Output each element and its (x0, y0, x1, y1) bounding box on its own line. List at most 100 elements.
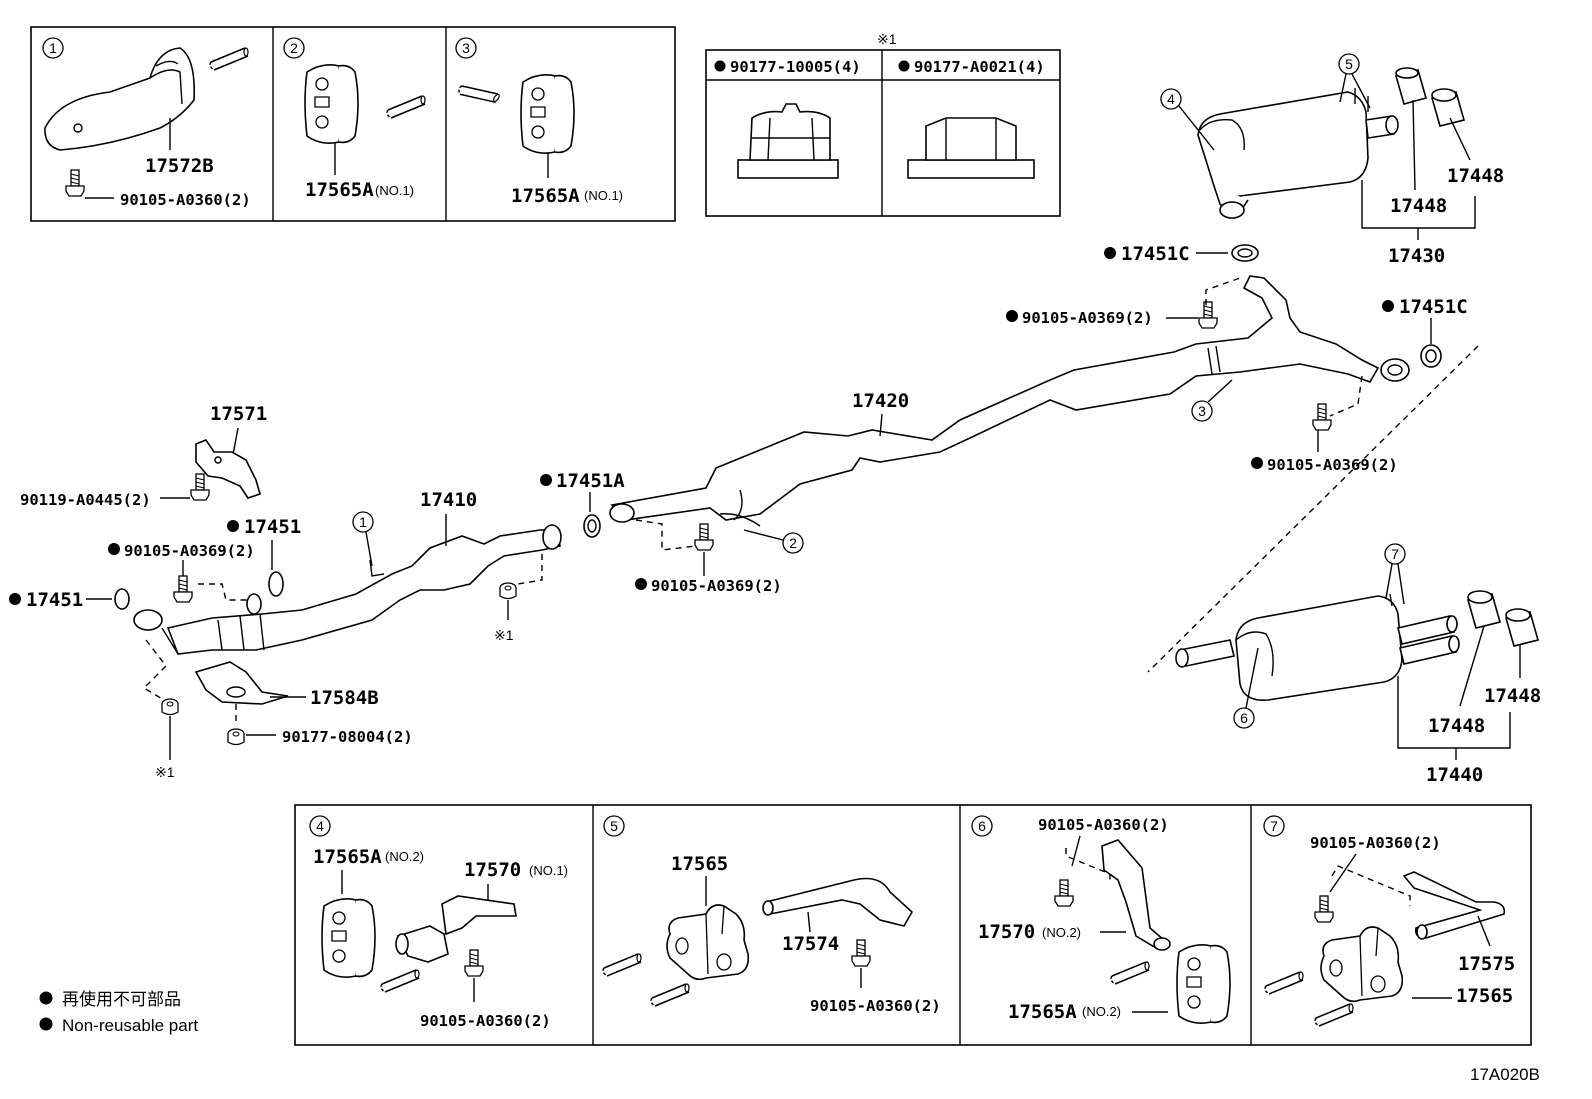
legend-en: Non-reusable part (62, 1016, 198, 1035)
label-17451C-right: 17451C (1399, 296, 1468, 318)
svg-text:4: 4 (1167, 91, 1175, 107)
callout-5-box: 5 (603, 815, 625, 837)
label-90177-08004: 90177-08004(2) (282, 728, 413, 746)
ref-note-1-middle: ※1 (494, 627, 514, 643)
muffler-17430 (1197, 88, 1399, 219)
svg-text:(NO.2): (NO.2) (385, 849, 424, 864)
callout-1-box: 1 (42, 37, 64, 59)
label-90105-A0369-middle: 90105-A0369(2) (651, 577, 782, 595)
svg-text:6: 6 (978, 818, 986, 834)
label-90177-10005: 90177-10005(4) (730, 58, 861, 76)
label-17565A-box6: 17565A (1008, 1001, 1077, 1023)
svg-text:5: 5 (610, 818, 618, 834)
callout-7-box: 7 (1263, 815, 1285, 837)
label-17565A-box4: 17565A (313, 846, 382, 868)
svg-text:1: 1 (49, 40, 57, 56)
bracket-17574 (762, 877, 914, 927)
label-17565-box5: 17565 (671, 853, 728, 875)
svg-text:2: 2 (290, 40, 298, 56)
bracket-17570-no2 (1101, 839, 1171, 951)
gasket-17451C-top (1231, 244, 1259, 262)
label-90105-A0369-left: 90105-A0369(2) (124, 542, 255, 560)
label-17430: 17430 (1388, 245, 1445, 267)
bracket-17570-no1 (395, 895, 517, 963)
bracket-17572B (44, 47, 196, 151)
label-17448-top-right: 17448 (1447, 165, 1504, 187)
callout-5-top: 5 (1338, 53, 1371, 109)
svg-text:(NO.1): (NO.1) (375, 183, 414, 198)
callout-6-right: 6 (1233, 647, 1259, 729)
label-17420: 17420 (852, 390, 909, 412)
label-17451-left: 17451 (26, 589, 83, 611)
gasket-17451-upper (268, 571, 284, 597)
svg-text:(NO.2): (NO.2) (1042, 925, 1081, 940)
figure-code: 17A020B (1470, 1065, 1540, 1084)
insulator-17584B (194, 661, 289, 705)
pipe-17410 (133, 524, 562, 655)
label-17448-lower-left: 17448 (1428, 715, 1485, 737)
callout-1-pipe: 1 (352, 511, 374, 567)
callout-4-box: 4 (309, 815, 331, 837)
tail-tip-17448-d (1505, 608, 1539, 647)
label-17448-lower-right: 17448 (1484, 685, 1541, 707)
callout-3-pipe: 3 (1191, 379, 1233, 422)
label-17448-top-left: 17448 (1390, 195, 1447, 217)
label-17572B: 17572B (145, 155, 214, 177)
label-17571: 17571 (210, 403, 267, 425)
bracket-17571 (195, 439, 261, 499)
svg-text:(NO.1): (NO.1) (584, 188, 623, 203)
label-90105-A0369-upper-right: 90105-A0369(2) (1022, 309, 1153, 327)
ref-note-1-left: ※1 (155, 764, 175, 780)
callout-7-right: 7 (1384, 543, 1406, 605)
label-90119-A0445: 90119-A0445(2) (20, 491, 151, 509)
callout-2-pipe: 2 (743, 529, 804, 554)
label-17570-no1: 17570 (464, 859, 521, 881)
label-17565A-box3: 17565A (511, 185, 580, 207)
label-17584B: 17584B (310, 687, 379, 709)
svg-text:5: 5 (1345, 56, 1353, 72)
callout-4-top: 4 (1160, 88, 1215, 151)
tail-tip-17448-b (1431, 88, 1465, 127)
label-90105-A0360-box1: 90105-A0360(2) (120, 191, 251, 209)
callout-3-box: 3 (455, 37, 477, 59)
callout-6-box: 6 (971, 815, 993, 837)
nut-90177-10005-drawing (737, 103, 839, 179)
label-90105-A0360-box4: 90105-A0360(2) (420, 1012, 551, 1030)
label-90105-A0360-box7: 90105-A0360(2) (1310, 834, 1441, 852)
label-17410: 17410 (420, 489, 477, 511)
label-90177-A0021: 90177-A0021(4) (914, 58, 1045, 76)
svg-text:3: 3 (462, 40, 470, 56)
detail-box-4-7 (294, 804, 1532, 1046)
tail-tip-17448-a (1395, 67, 1427, 105)
label-17440: 17440 (1426, 764, 1483, 786)
gasket-17451A (583, 514, 601, 538)
svg-text:(NO.2): (NO.2) (1082, 1004, 1121, 1019)
detail-box-1-3 (30, 26, 676, 222)
svg-text:(NO.1): (NO.1) (529, 863, 568, 878)
gasket-17451-left (114, 588, 130, 610)
label-17565A-box2: 17565A (305, 179, 374, 201)
svg-text:6: 6 (1240, 710, 1248, 726)
ref-note-1-nut-box: ※1 (877, 31, 897, 47)
nut-box (705, 49, 1061, 217)
svg-text:4: 4 (316, 818, 324, 834)
pipe-17420 (609, 275, 1410, 527)
label-17565-box7: 17565 (1456, 985, 1513, 1007)
callout-2-box: 2 (283, 37, 305, 59)
svg-text:7: 7 (1391, 546, 1399, 562)
label-17451C-top: 17451C (1121, 243, 1190, 265)
bracket-17575 (1402, 871, 1506, 940)
label-90105-A0360-box5: 90105-A0360(2) (810, 997, 941, 1015)
svg-text:1: 1 (359, 514, 367, 530)
svg-text:3: 3 (1198, 403, 1206, 419)
label-90105-A0369-right-lower: 90105-A0369(2) (1267, 456, 1398, 474)
label-17574: 17574 (782, 933, 839, 955)
label-17451-upper: 17451 (244, 516, 301, 538)
muffler-17440 (1175, 593, 1460, 701)
label-17575: 17575 (1458, 953, 1515, 975)
legend-jp: 再使用不可部品 (62, 989, 181, 1009)
tail-tip-17448-c (1467, 590, 1501, 629)
label-90105-A0360-box6: 90105-A0360(2) (1038, 816, 1169, 834)
label-17451A: 17451A (556, 470, 625, 492)
